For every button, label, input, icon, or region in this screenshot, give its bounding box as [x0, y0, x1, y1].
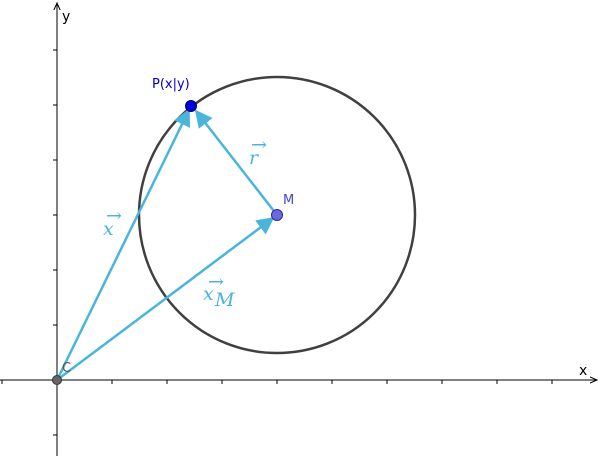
y-axis-ticks — [53, 49, 57, 436]
x-axis-ticks — [1, 380, 553, 384]
x-axis-label: x — [579, 363, 587, 379]
vector-r-label: → r — [249, 134, 267, 169]
vector-r-arrow: → — [251, 134, 267, 156]
vector-xM-label: → x M — [203, 271, 235, 311]
point-P[interactable] — [185, 100, 197, 112]
y-axis-label: y — [62, 9, 70, 25]
point-origin[interactable] — [52, 375, 62, 385]
vector-x-label: → x — [103, 205, 122, 240]
point-P-label: P(x|y) — [152, 77, 190, 92]
vector-xM — [56, 216, 275, 381]
vector-r-letter: r — [249, 147, 260, 169]
point-M[interactable] — [271, 209, 283, 221]
point-origin-label: C — [62, 361, 71, 376]
vector-xM-letter: x — [203, 283, 214, 305]
vector-x-arrow: → — [106, 205, 122, 227]
vector-x-letter: x — [103, 218, 114, 240]
vector-r — [194, 109, 278, 216]
vector-xM-subscript: M — [214, 289, 235, 311]
point-M-label: M — [283, 193, 294, 208]
vector-x — [55, 108, 191, 381]
vector-xM-arrow: → — [208, 271, 224, 293]
